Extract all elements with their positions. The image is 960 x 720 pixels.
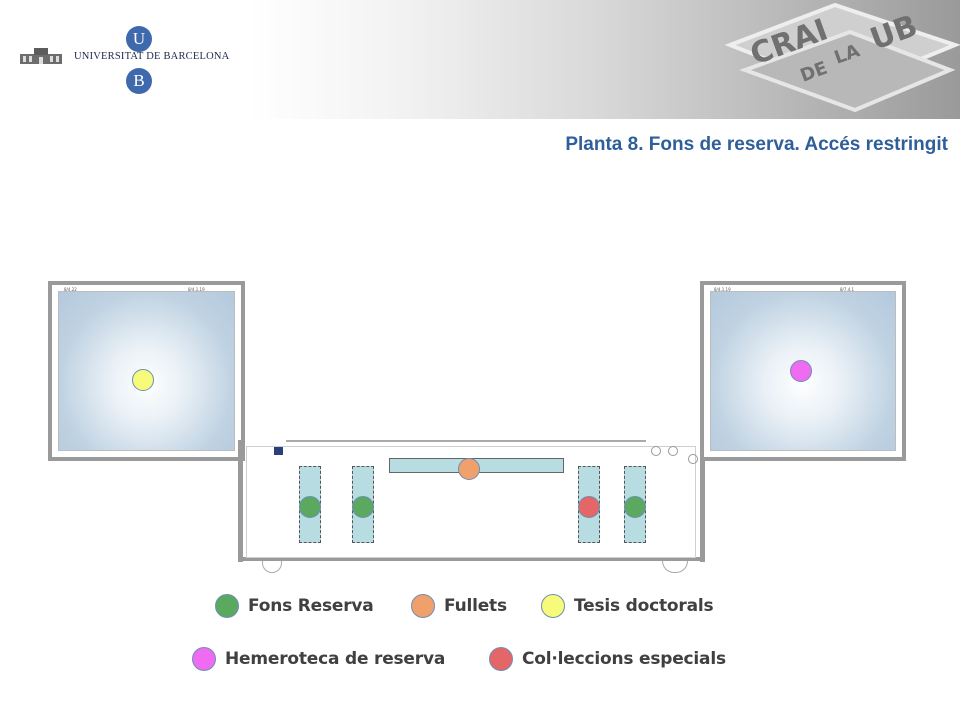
crai-de-la-ub-logo: CRAI DE LA UB (724, 2, 960, 113)
accessibility-sign-icon (274, 447, 283, 455)
legend-item-hemeroteca-de-reserva: Hemeroteca de reserva (192, 646, 445, 672)
legend-swatch (541, 594, 565, 618)
room-label: 8/4.22 (64, 287, 77, 292)
room-label: 8/7.4.1 (840, 287, 855, 292)
marker-fons-reserva (352, 496, 374, 518)
marker-hemeroteca-de-reserva (790, 360, 812, 382)
university-building-icon (20, 48, 62, 64)
marker-tesis-doctorals (132, 369, 154, 391)
hall-wall-top (286, 440, 646, 442)
hall-wall-right (700, 461, 705, 562)
fixture-icon (688, 454, 698, 464)
legend-label: Hemeroteca de reserva (225, 649, 446, 669)
legend-label: Col·leccions especials (522, 649, 726, 669)
room-label: 8/4.1.19 (714, 287, 731, 292)
marker-fons-reserva (624, 496, 646, 518)
page-title: Planta 8. Fons de reserva. Accés restrin… (565, 134, 948, 155)
legend-item-fullets: Fullets (411, 593, 507, 619)
roundel-b: B (126, 68, 152, 94)
page-header: U UNIVERSITAT DE BARCELONA B CRAI DE LA … (0, 0, 960, 119)
fixture-icon (668, 446, 678, 456)
legend-item-colleccions-especials: Col·leccions especials (489, 646, 726, 672)
roundel-u: U (126, 26, 152, 52)
legend-label: Fullets (444, 596, 507, 616)
room-label: 8/4.1.19 (188, 287, 205, 292)
legend-label: Tesis doctorals (574, 596, 714, 616)
fixture-icon (651, 446, 661, 456)
hall-wall-bottom (238, 557, 705, 561)
marker-fons-reserva (299, 496, 321, 518)
marker-colleccions-especials (578, 496, 600, 518)
legend-swatch (192, 647, 216, 671)
legend-label: Fons Reserva (248, 596, 374, 616)
legend-swatch (215, 594, 239, 618)
legend-item-fons-reserva: Fons Reserva (215, 593, 374, 619)
door (262, 561, 282, 573)
legend-item-tesis-doctorals: Tesis doctorals (541, 593, 714, 619)
marker-fullets (458, 458, 480, 480)
legend-swatch (489, 647, 513, 671)
hall-wall-left (238, 440, 243, 562)
door (662, 561, 688, 573)
universitat-de-barcelona-logo: U UNIVERSITAT DE BARCELONA B (18, 26, 229, 94)
legend-swatch (411, 594, 435, 618)
university-name: UNIVERSITAT DE BARCELONA (74, 51, 230, 62)
room-right: 8/4.1.19 8/7.4.1 (700, 281, 906, 461)
